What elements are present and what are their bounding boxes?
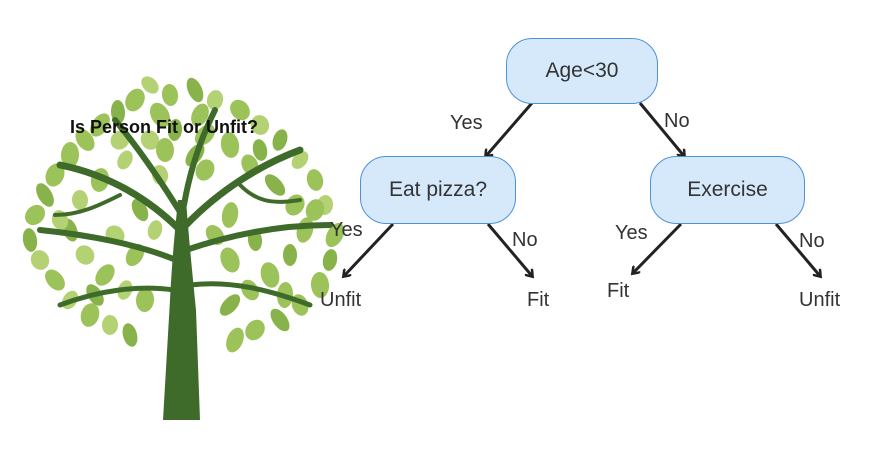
tree-trunk (37, 107, 333, 420)
tree-leaf (36, 183, 54, 207)
tree-leaf (75, 245, 95, 265)
tree-leaf (122, 323, 138, 347)
tree-leaf (90, 113, 110, 137)
tree-leaf (140, 130, 160, 150)
tree-leaf (283, 244, 297, 266)
arrow-right-right (774, 223, 820, 276)
tree-leaf (167, 119, 183, 141)
edge-label-right-left: Yes (615, 222, 648, 244)
tree-leaf (161, 84, 179, 106)
node-right: Exercise (650, 156, 805, 224)
leaf-fit-right: Fit (607, 280, 630, 302)
tree-leaf (264, 174, 286, 196)
tree-leaf (322, 249, 338, 271)
leaf-unfit-left: Unfit (320, 289, 362, 311)
tree-leaf (186, 77, 204, 103)
leaf-unfit-right: Unfit (799, 289, 841, 311)
arrow-root-right (638, 102, 684, 156)
tree-leaf (95, 264, 115, 286)
tree-leaf (101, 315, 119, 335)
tree-leaf (230, 99, 250, 121)
tree-leaf (147, 220, 163, 240)
tree-leaf (45, 269, 65, 291)
edge-label-root-left: Yes (450, 112, 483, 134)
tree-leaf (30, 250, 50, 270)
tree-leaf (219, 294, 241, 316)
tree-leaf (310, 272, 330, 298)
diagram-title: Is Person Fit or Unfit? (70, 117, 259, 137)
tree-leaf (220, 132, 240, 158)
tree-leaf (24, 204, 46, 226)
leaf-fit-left: Fit (527, 289, 550, 311)
tree-leaf (226, 327, 244, 353)
tree-leaf (22, 228, 38, 252)
tree-leaf (325, 222, 345, 248)
tree-leaf (195, 159, 215, 181)
arrow-right-left (633, 222, 683, 273)
edge-label-root-right: No (664, 110, 690, 132)
tree-leaf (155, 138, 175, 162)
tree-leaf (305, 199, 325, 221)
tree-leaf (260, 262, 280, 288)
edge-label-left-left: Yes (330, 219, 363, 241)
tree-leaf (125, 88, 145, 112)
tree-leaf (245, 319, 265, 341)
tree-leaf (191, 103, 209, 127)
tree-leaf (306, 169, 324, 191)
node-left: Eat pizza? (360, 156, 516, 224)
arrow-left-left (344, 222, 395, 276)
tree-leaf (80, 303, 100, 327)
tree-leaf (75, 129, 95, 151)
tree-leaf (291, 151, 309, 169)
tree-leaf (206, 90, 224, 110)
tree-leaf (221, 202, 239, 228)
tree-leaf (250, 115, 270, 135)
tree-leaf (272, 129, 288, 151)
tree-leaf (252, 139, 268, 161)
tree-leaf (141, 76, 159, 94)
tree-leaf (71, 190, 89, 210)
tree-leaf (60, 142, 80, 168)
tree-leaf (220, 247, 240, 273)
tree-leaf (117, 150, 133, 170)
tree-leaf (270, 308, 290, 332)
edge-label-right-right: No (799, 230, 825, 252)
arrow-root-left (486, 102, 534, 156)
arrow-left-right (486, 223, 532, 276)
tree-leaf (149, 102, 171, 128)
tree-leaf (45, 163, 65, 187)
edge-label-left-right: No (512, 229, 538, 251)
node-root: Age<30 (506, 38, 658, 104)
tree-leaf (135, 288, 155, 312)
